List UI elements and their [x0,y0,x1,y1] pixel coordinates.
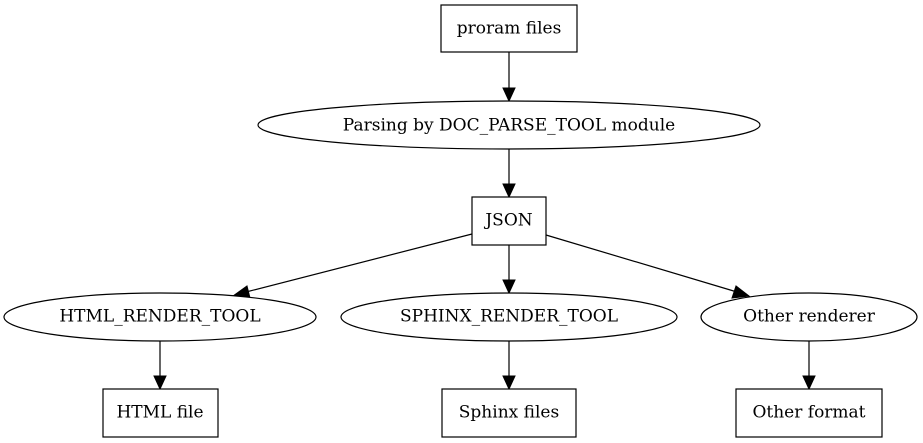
edges [153,52,816,391]
node-other-format-box [735,388,883,438]
arrowhead-parsing-to-json [502,183,516,199]
node-program-files-label: proram files [457,19,562,39]
node-sphinx-render-label: SPHINX_RENDER_TOOL [400,307,618,327]
node-other-format: Other format [735,388,883,438]
node-parsing-ellipse [257,100,761,150]
arrowhead-other-renderer-to-other-format [802,375,816,391]
node-html-render-ellipse [3,292,317,342]
arrowhead-json-to-other-renderer [731,285,751,299]
edge-json-to-other-renderer [545,234,738,293]
node-other-renderer-ellipse [700,292,918,342]
node-other-format-label: Other format [752,403,865,423]
node-program-files-box [440,4,578,53]
node-parsing-label: Parsing by DOC_PARSE_TOOL module [343,116,675,136]
node-html-render: HTML_RENDER_TOOL [3,292,317,342]
node-html-render-label: HTML_RENDER_TOOL [59,307,260,327]
arrowhead-sphinx-render-to-sphinx-files [502,375,516,391]
node-other-renderer: Other renderer [700,292,918,342]
node-program-files: proram files [440,4,578,53]
node-sphinx-render-ellipse [340,292,678,342]
node-html-file: HTML file [102,388,219,438]
node-html-file-label: HTML file [116,403,203,423]
arrowhead-program-files-to-parsing [502,87,516,103]
node-sphinx-files-box [441,388,577,438]
node-json-box [471,196,547,246]
node-json-label: JSON [483,211,532,231]
node-sphinx-files: Sphinx files [441,388,577,438]
node-other-renderer-label: Other renderer [743,307,876,327]
node-json: JSON [471,196,547,246]
node-parsing: Parsing by DOC_PARSE_TOOL module [257,100,761,150]
edge-json-to-html-render [245,233,473,293]
node-html-file-box [102,388,219,438]
node-sphinx-render: SPHINX_RENDER_TOOL [340,292,678,342]
arrowhead-json-to-sphinx-render [502,279,516,295]
nodes: proram files Parsing by DOC_PARSE_TOOL m… [3,4,918,438]
arrowhead-html-render-to-html-file [153,375,167,391]
node-sphinx-files-label: Sphinx files [459,403,559,423]
